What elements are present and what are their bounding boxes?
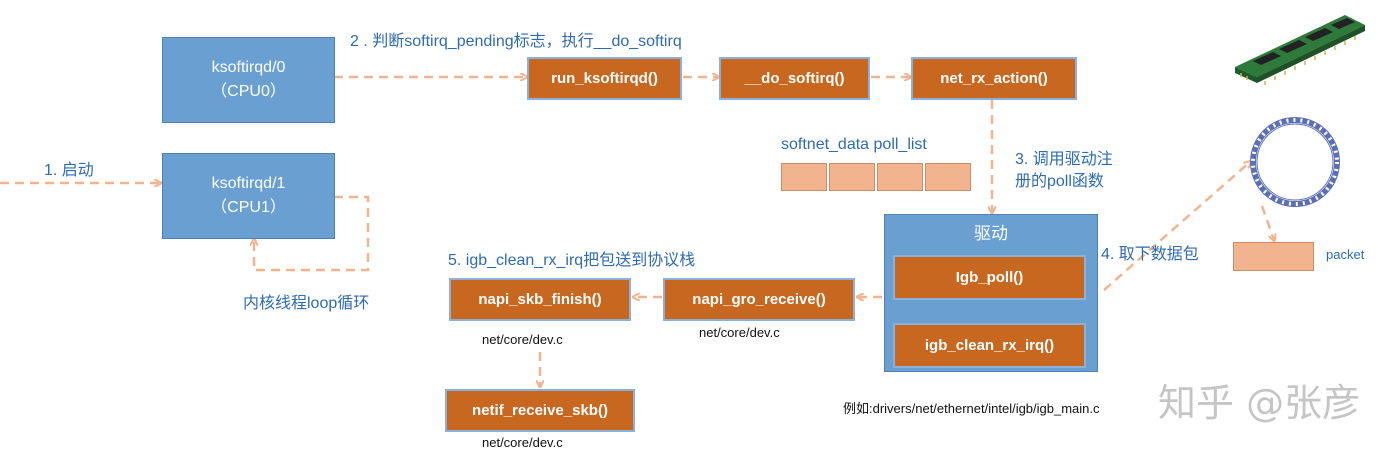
ksoftirqd1-cpu: （CPU1） (211, 199, 286, 216)
poll-list-cell (781, 163, 827, 191)
ring-buffer-icon (1250, 117, 1340, 207)
step4-label: 4. 取下数据包 (1101, 246, 1199, 263)
arrow-to-ring (1103, 162, 1250, 291)
step5-label: 5. igb_clean_rx_irq把包送到协议栈 (448, 252, 696, 269)
dev-c-label-2: net/core/dev.c (699, 325, 780, 340)
dev-c-label-1: net/core/dev.c (482, 332, 563, 347)
packet-box (1233, 242, 1314, 271)
poll-list-label: softnet_data poll_list (781, 136, 927, 153)
memory-module-icon (1235, 15, 1365, 85)
loop-label: 内核线程loop循环 (243, 295, 370, 312)
napi-skb-finish-box: napi_skb_finish() (449, 278, 631, 321)
igb-clean-rx-irq-box: igb_clean_rx_irq() (893, 323, 1086, 368)
step3-label-line2: 册的poll函数 (1015, 173, 1104, 190)
ksoftirqd0-cpu: （CPU0） (211, 83, 286, 100)
step2-label: 2 . 判断softirq_pending标志，执行__do_softirq (350, 33, 682, 50)
run-ksoftirqd-box: run_ksoftirqd() (527, 57, 682, 100)
watermark: 知乎 @张彦 (1158, 381, 1361, 425)
step3-label-line1: 3. 调用驱动注 (1015, 151, 1113, 168)
ksoftirqd1-name: ksoftirqd/1 (211, 175, 286, 192)
napi-gro-receive-box: napi_gro_receive() (663, 278, 855, 321)
poll-list-cell (829, 163, 875, 191)
ksoftirqd0-box: ksoftirqd/0 （CPU0） (162, 37, 335, 123)
packet-label: packet (1326, 247, 1365, 262)
step1-label: 1. 启动 (44, 162, 94, 179)
example-path-label: 例如:drivers/net/ethernet/intel/igb/igb_ma… (843, 401, 1100, 416)
dev-c-label-3: net/core/dev.c (482, 435, 563, 450)
ksoftirqd1-box: ksoftirqd/1 （CPU1） (162, 153, 335, 239)
poll-list-cell (877, 163, 923, 191)
net-rx-action-box: net_rx_action() (911, 57, 1077, 100)
igb-poll-box: Igb_poll() (893, 255, 1086, 300)
arrow-to-packet (1260, 205, 1274, 240)
netif-receive-skb-box: netif_receive_skb() (445, 389, 635, 432)
driver-title: 驱动 (974, 224, 1008, 243)
ksoftirqd0-name: ksoftirqd/0 (211, 59, 286, 76)
poll-list-cell (925, 163, 971, 191)
arrow-loop (254, 195, 370, 272)
do-softirq-box: __do_softirq() (719, 57, 870, 100)
